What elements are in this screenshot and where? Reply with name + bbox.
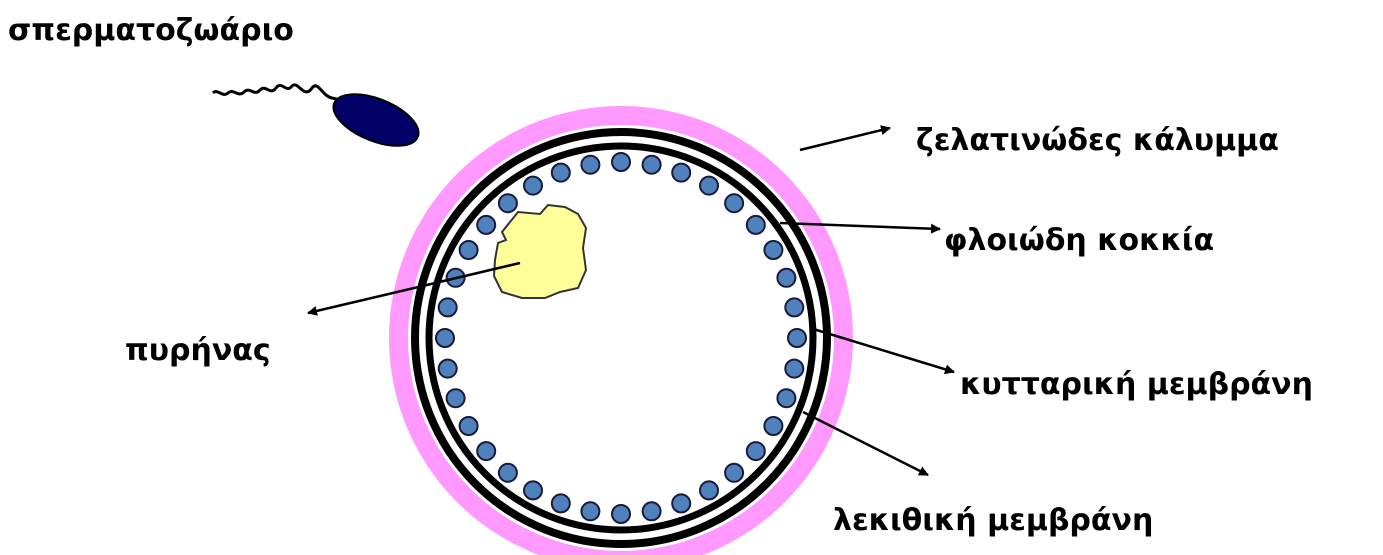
cortical-granule (700, 481, 718, 499)
sperm (213, 84, 426, 157)
cortical-granule (747, 442, 765, 460)
jelly-coat-arrow (800, 128, 890, 150)
egg-interior (408, 125, 834, 551)
cortical-granule (700, 177, 718, 195)
cortical-granule (439, 298, 457, 316)
cortical-granule (672, 494, 690, 512)
cortical-granule (612, 153, 630, 171)
cortical-granule (499, 464, 517, 482)
cortical-granule (477, 442, 495, 460)
cortical-granule (785, 360, 803, 378)
cortical-granule (643, 502, 661, 520)
cortical-granule (785, 298, 803, 316)
nucleus-label: πυρήνας (125, 333, 271, 368)
cortical-granule (524, 177, 542, 195)
cell-membrane-label: κυτταρική μεμβράνη (960, 367, 1313, 402)
sperm-tail (213, 85, 348, 104)
cortical-granule (436, 329, 454, 347)
cortical-granule (524, 481, 542, 499)
jelly-coat-label: ζελατινώδες κάλυμμα (916, 123, 1279, 158)
cortical-granule (552, 164, 570, 182)
cortical-granule (725, 194, 743, 212)
sperm-label: σπερματοζωάριο (8, 13, 294, 48)
cortical-granule (643, 156, 661, 174)
cortical-granule (447, 389, 465, 407)
cortical-granule (477, 216, 495, 234)
cortical-granule (460, 241, 478, 259)
cortical-granule (499, 194, 517, 212)
cortical-granule (612, 505, 630, 523)
cortical-granule (552, 494, 570, 512)
cortical-granule (788, 329, 806, 347)
cortical-granule (747, 216, 765, 234)
sperm-head (326, 84, 425, 157)
cortical-granule (672, 164, 690, 182)
cortical-granule (581, 502, 599, 520)
cortical-granule (725, 464, 743, 482)
cortical-granule (581, 156, 599, 174)
cortical-granule (460, 417, 478, 435)
cortical-granule (764, 417, 782, 435)
cortical-granule (764, 241, 782, 259)
cortical-granules-label: φλοιώδη κοκκία (944, 223, 1214, 258)
cortical-granule (777, 389, 795, 407)
cortical-granule (439, 360, 457, 378)
vitelline-membrane-label: λεκιθική μεμβράνη (833, 503, 1153, 538)
cortical-granule (777, 269, 795, 287)
